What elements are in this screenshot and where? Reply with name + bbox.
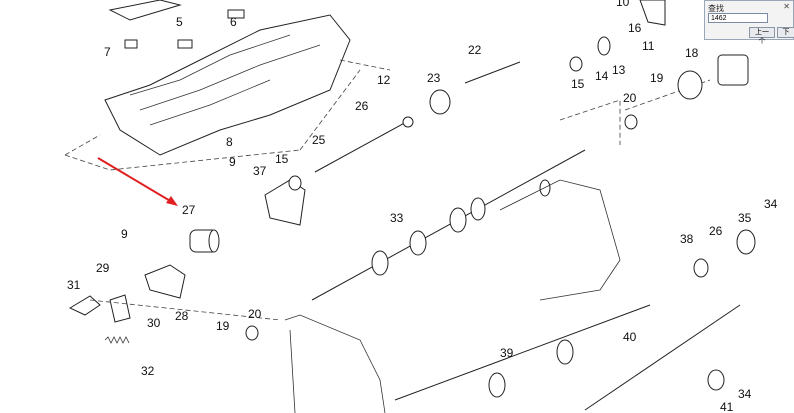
callout-29: 29 [96,261,110,275]
callout-13: 13 [612,63,626,77]
callout-20b: 20 [248,307,262,321]
roller-27 [189,229,220,253]
find-input[interactable] [708,13,768,23]
callout-31: 31 [67,278,81,292]
callout-22: 22 [468,43,482,57]
bearing-20 [624,114,638,130]
callout-27: 27 [182,203,196,217]
gear-18 [677,54,749,100]
callout-34a: 34 [764,197,778,211]
bracket-10 [639,0,666,26]
callout-26b: 26 [709,224,723,238]
bearing-15 [569,56,583,72]
callout-25: 25 [312,133,326,147]
callout-11: 11 [642,39,655,53]
lever-30 [109,294,131,323]
pointer-arrow [97,157,178,206]
callout-19b: 19 [216,319,230,333]
callout-40: 40 [623,330,637,344]
callout-30: 30 [147,316,161,330]
callout-6: 6 [230,15,237,29]
lever-31 [68,295,101,316]
callout-18: 18 [685,46,699,60]
bracket-37 [264,179,306,226]
bearing-15b [288,175,302,191]
find-dialog-title: 查找 [708,4,724,13]
shaft-33 [311,149,586,301]
shaft-39 [394,304,651,401]
callout-39: 39 [500,346,514,360]
callout-37: 37 [253,164,267,178]
callout-41: 41 [720,400,734,413]
callout-15b: 15 [275,152,289,166]
callout-19a: 19 [650,71,664,85]
spring-32 [104,336,130,344]
callout-26a: 26 [355,99,369,113]
close-icon[interactable]: ✕ [783,2,790,11]
gear-35 [736,229,756,255]
gear-13 [597,36,611,56]
callout-7: 7 [104,45,111,59]
callout-33: 33 [390,211,404,225]
find-next-button[interactable]: 下一个 [777,27,794,38]
callout-8: 8 [226,135,233,149]
roller-23 [429,89,451,115]
callout-10: 10 [616,0,630,9]
find-dialog: 查找 ✕ 上一个 下一个 [704,0,794,45]
callout-38: 38 [680,232,694,246]
callout-9a: 9 [229,155,236,169]
callout-35: 35 [738,211,752,225]
gear-41 [707,369,725,391]
shaft-40 [584,304,741,411]
callout-34b: 34 [738,387,752,401]
callout-23: 23 [427,71,441,85]
callout-5: 5 [176,15,183,29]
callout-14: 14 [595,69,609,83]
bearing-20b [245,325,259,341]
callout-9b: 9 [121,227,128,241]
callout-16: 16 [628,21,642,35]
bearing-38 [693,258,709,278]
callout-12: 12 [377,73,391,87]
cover-assembly [104,0,351,156]
frame [284,179,621,413]
callout-20a: 20 [623,91,637,105]
shaft-25 [314,116,414,173]
find-previous-button[interactable]: 上一个 [749,27,775,45]
callout-32: 32 [141,364,155,378]
callout-28: 28 [175,309,189,323]
bracket-28 [144,264,186,299]
callout-labels: 5 6 7 8 9 9 10 11 12 13 14 15 15 16 18 1… [67,0,778,413]
callout-15a: 15 [571,77,585,91]
shaft-22 [464,61,521,84]
